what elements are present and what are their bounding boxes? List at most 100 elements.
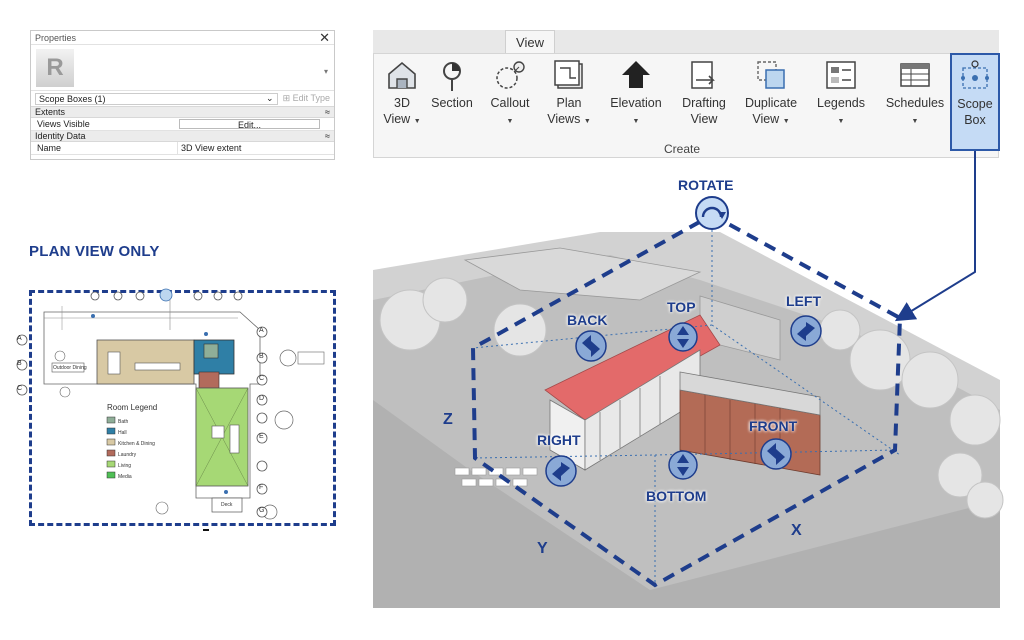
- name-field[interactable]: 3D View extent: [177, 142, 334, 154]
- grid-label: A: [17, 335, 22, 342]
- button-label: Elevation: [610, 96, 662, 110]
- top-label: TOP: [667, 299, 696, 315]
- section-header-identity-data[interactable]: Identity Data ≈: [31, 131, 334, 142]
- property-row-views-visible: Views Visible Edit...: [31, 118, 334, 131]
- scope-box-outline[interactable]: [470, 212, 903, 588]
- duplicate-view-button[interactable]: Duplicate View ▼: [738, 58, 804, 130]
- button-label: 3D: [394, 96, 410, 110]
- plan-views-icon: [554, 60, 583, 89]
- section-label: Extents: [35, 107, 66, 117]
- room-legend-title: Room Legend: [107, 403, 158, 412]
- left-label: LEFT: [786, 293, 821, 309]
- grid-label: A: [259, 327, 264, 334]
- scope-box-button[interactable]: Scope Box: [950, 53, 1000, 151]
- plan-views-button[interactable]: Plan Views ▼: [544, 58, 594, 130]
- property-row-name: Name 3D View extent: [31, 142, 334, 155]
- button-label: Callout: [490, 96, 530, 110]
- right-label: RIGHT: [537, 432, 581, 448]
- legends-button[interactable]: Legends ▼: [812, 58, 870, 130]
- front-label: FRONT: [749, 418, 798, 434]
- house-3d-icon: [388, 61, 416, 89]
- button-label: Views: [547, 112, 581, 126]
- legend-label: Bath: [118, 419, 129, 425]
- top-handle[interactable]: [668, 322, 698, 352]
- room-tag: Outdoor Dining: [53, 365, 87, 371]
- bottom-label: BOTTOM: [646, 488, 707, 504]
- instance-selector[interactable]: Scope Boxes (1) ⌄: [35, 92, 278, 105]
- right-handle[interactable]: [545, 455, 577, 487]
- property-key: Name: [37, 143, 62, 153]
- legend-label: Hall: [118, 430, 127, 436]
- tab-view[interactable]: View: [505, 30, 555, 53]
- legend-label: Living: [118, 463, 132, 469]
- button-label: Legends: [817, 96, 865, 110]
- ribbon-panel: 3D View ▼ Section Callout ▼ Plan Views ▼…: [373, 53, 999, 158]
- 3d-view-button[interactable]: 3D View ▼: [380, 58, 424, 130]
- axis-y-label: Y: [537, 540, 548, 557]
- rotate-handle[interactable]: [695, 196, 729, 230]
- property-key: Views Visible: [37, 119, 90, 129]
- scope-box-icon: [961, 60, 989, 89]
- duplicate-icon: [757, 61, 785, 89]
- instance-selector-value: Scope Boxes (1): [39, 93, 106, 104]
- legend-label: Laundry: [118, 452, 137, 458]
- button-label: Schedules: [885, 96, 945, 110]
- legends-icon: [826, 61, 856, 89]
- plan-view-only-title: PLAN VIEW ONLY: [29, 243, 160, 260]
- dropdown-arrow-icon: ▼: [413, 118, 421, 125]
- dropdown-arrow-icon: ▼: [632, 118, 640, 125]
- chevron-down-icon[interactable]: ▾: [323, 67, 328, 76]
- edit-type-icon: ⊞: [282, 93, 291, 103]
- views-visible-edit-button[interactable]: Edit...: [179, 119, 320, 130]
- button-label: Box: [964, 113, 986, 127]
- axis-z-label: Z: [443, 411, 453, 428]
- drafting-view-button[interactable]: Drafting View: [674, 58, 734, 127]
- type-selector-row: Scope Boxes (1) ⌄ ⊞ Edit Type: [31, 91, 334, 107]
- dropdown-arrow-icon: ▼: [782, 118, 790, 125]
- elevation-icon: [622, 61, 650, 88]
- callout-button[interactable]: Callout ▼: [482, 58, 538, 130]
- grid-label: C: [17, 385, 23, 392]
- front-handle[interactable]: [760, 438, 792, 470]
- trees: [379, 277, 1004, 519]
- collapse-icon: ≈: [325, 107, 330, 117]
- button-label: Scope: [957, 97, 993, 111]
- type-thumbnail: R ▾: [31, 45, 334, 91]
- ribbon-tab-bar: View: [373, 30, 999, 53]
- bottom-handle[interactable]: [668, 450, 698, 480]
- dropdown-arrow-icon: ▼: [583, 118, 591, 125]
- dropdown-arrow-icon: ▼: [911, 118, 919, 125]
- left-handle[interactable]: [790, 315, 822, 347]
- button-label: Duplicate: [744, 96, 798, 110]
- grid-label: B: [17, 360, 22, 367]
- rotate-label: ROTATE: [678, 177, 734, 193]
- grid-label: C: [259, 375, 265, 382]
- section-header-extents[interactable]: Extents ≈: [31, 107, 334, 118]
- properties-title: Properties: [35, 32, 77, 43]
- edit-type-button[interactable]: ⊞ Edit Type: [283, 93, 330, 104]
- chevron-down-icon: ⌄: [266, 93, 274, 103]
- dropdown-arrow-icon: ▼: [837, 118, 845, 125]
- close-icon[interactable]: ✕: [319, 29, 330, 45]
- section-icon: [443, 62, 461, 91]
- callout-arrow: [894, 151, 976, 322]
- axis-x-label: X: [791, 522, 802, 539]
- legend-label: Kitchen & Dining: [118, 441, 155, 447]
- properties-panel: Properties ✕ R ▾ Scope Boxes (1) ⌄ ⊞ Edi…: [30, 30, 335, 160]
- back-handle[interactable]: [575, 330, 607, 362]
- room-legend: Bath Hall Kitchen & Dining Laundry Livin…: [118, 417, 155, 483]
- grid-label: G: [259, 507, 265, 514]
- schedules-button[interactable]: Schedules ▼: [882, 58, 948, 130]
- ribbon-group-label: Create: [664, 142, 701, 156]
- grid-label: F: [259, 484, 264, 491]
- collapse-icon: ≈: [325, 131, 330, 141]
- section-button[interactable]: Section: [426, 58, 478, 111]
- room-tag: Deck: [221, 502, 233, 508]
- elevation-button[interactable]: Elevation ▼: [606, 58, 666, 130]
- plan-scope-box[interactable]: [29, 290, 336, 526]
- grid-label: B: [259, 353, 264, 360]
- drafting-icon: [691, 61, 715, 89]
- section-label: Identity Data: [35, 131, 86, 141]
- properties-titlebar: Properties ✕: [31, 29, 334, 45]
